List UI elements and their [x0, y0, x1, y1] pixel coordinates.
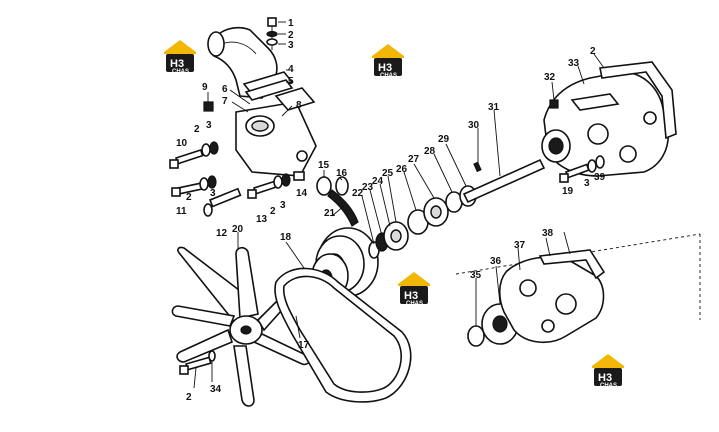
bearing-stack	[368, 185, 477, 259]
callout-2d: 2	[270, 206, 276, 217]
v-belt	[274, 267, 412, 403]
washers-2-3	[266, 30, 278, 46]
clamp-15	[316, 176, 332, 196]
callout-8: 8	[296, 100, 302, 111]
callout-2e: 3	[584, 178, 590, 189]
callout-labels: 1 2 3 4 5 6 7 8 9 2 3 10 2 3 11 12 2 3 1…	[176, 18, 606, 403]
callout-28: 28	[424, 146, 436, 157]
bolt-1	[267, 17, 277, 50]
logo-sub-text: CHAS	[172, 69, 189, 75]
callout-9: 9	[202, 82, 208, 93]
logo-watermark-2: H3 CHAS	[372, 44, 404, 79]
callout-12: 12	[216, 228, 228, 239]
callout-3b: 3	[206, 120, 212, 131]
callout-15: 15	[318, 160, 330, 171]
callout-10: 10	[176, 138, 188, 149]
callout-3c: 3	[210, 188, 216, 199]
clamp-16	[335, 176, 349, 196]
logo-main-text: H3	[378, 62, 392, 74]
callout-31: 32	[544, 72, 556, 83]
fan-19	[171, 246, 311, 407]
callout-35: 36	[490, 256, 502, 267]
callout-2f: 34	[210, 384, 222, 395]
seal-34	[467, 325, 485, 347]
plug-14	[293, 171, 305, 181]
callout-4: 4	[288, 64, 294, 75]
callout-3d: 3	[280, 200, 286, 211]
bolt-10	[169, 141, 219, 169]
callout-3: 3	[288, 40, 294, 51]
logo-watermark-1: H3 CHAS	[164, 40, 196, 75]
callout-11: 11	[176, 206, 187, 217]
callout-37: 38	[542, 228, 554, 239]
stud-12	[203, 187, 242, 217]
callout-36: 37	[514, 240, 526, 251]
logo-sub-text: CHAS	[380, 73, 397, 79]
callout-22: 22	[352, 188, 364, 199]
bolt-13	[247, 173, 291, 199]
shaft-30	[462, 158, 546, 204]
callout-33: 2	[590, 46, 596, 57]
logo-watermark-4: H3 CHAS	[592, 354, 624, 389]
callout-34: 35	[470, 270, 482, 281]
callout-25: 25	[382, 168, 394, 179]
callout-21: 21	[324, 208, 336, 219]
nut-31	[549, 99, 559, 109]
callout-29: 30	[468, 120, 480, 131]
callout-30: 31	[488, 102, 500, 113]
gasket-33	[599, 61, 677, 140]
thermostat-housing	[235, 87, 317, 177]
gasket-4-5	[242, 71, 294, 101]
callout-7: 7	[222, 96, 228, 107]
bolt-11	[171, 175, 217, 197]
callout-2c: 2	[186, 192, 192, 203]
logo-watermark-3: H3 CHAS	[398, 272, 430, 307]
nut-9	[203, 101, 214, 112]
callout-26: 26	[396, 164, 408, 175]
callout-14: 14	[296, 188, 308, 199]
gasket-37-38	[538, 249, 606, 280]
bolt-39	[559, 155, 605, 183]
callout-17: 2	[186, 392, 192, 403]
callout-6: 6	[222, 84, 228, 95]
logo-sub-text: CHAS	[406, 301, 423, 307]
callout-3e: 39	[594, 172, 606, 183]
callout-5: 5	[288, 76, 294, 87]
logo-main-text: H3	[598, 372, 612, 384]
callout-2b: 2	[194, 124, 200, 135]
callout-18: 17	[298, 340, 310, 351]
pump-body-32	[541, 71, 669, 177]
callout-2: 2	[288, 30, 294, 41]
dashed-frame	[455, 233, 701, 320]
leader-lines	[193, 21, 605, 389]
callout-20: 18	[280, 232, 292, 243]
cover-36	[498, 256, 605, 343]
callout-13: 13	[256, 214, 268, 225]
callout-27a: 27	[408, 154, 420, 165]
logo-sub-text: CHAS	[600, 383, 617, 389]
callout-32: 33	[568, 58, 580, 69]
logo-main-text: H3	[170, 58, 184, 70]
callout-16: 16	[336, 168, 348, 179]
callout-24: 24	[372, 176, 384, 187]
callout-39: 19	[562, 186, 574, 197]
callout-19: 20	[232, 224, 244, 235]
callout-23: 23	[362, 182, 374, 193]
bolt-17	[179, 350, 216, 375]
hose-21	[327, 189, 359, 227]
callout-1: 1	[288, 18, 294, 29]
logo-main-text: H3	[404, 290, 418, 302]
callout-27b: 29	[438, 134, 450, 145]
